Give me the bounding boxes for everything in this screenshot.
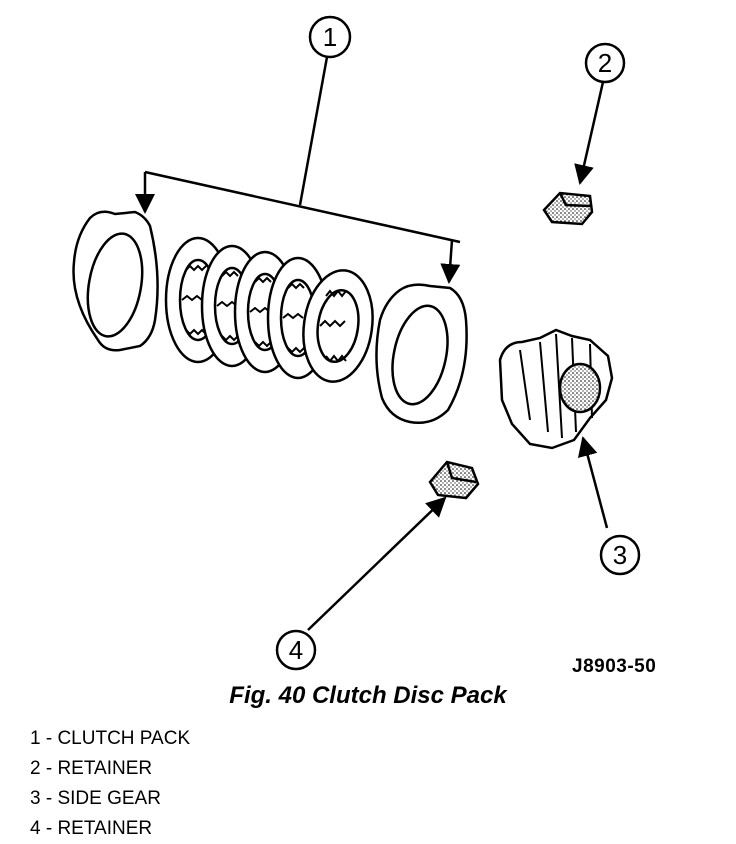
callout-4-leader: [307, 496, 447, 631]
clutch-plate-right: [375, 283, 468, 424]
figure-caption: Fig. 40 Clutch Disc Pack: [0, 682, 736, 710]
clutch-disc-5: [302, 269, 374, 383]
callout-1-label: 1: [323, 22, 337, 52]
callout-3: 3: [599, 534, 641, 576]
retainer-upper: [542, 191, 594, 226]
legend-item: 2 - RETAINER: [30, 758, 153, 779]
side-gear: [498, 328, 614, 450]
callout-4: 4: [275, 629, 317, 671]
callout-1: 1: [308, 15, 352, 59]
legend-list: 1 - CLUTCH PACK 2 - RETAINER 3 - SIDE GE…: [30, 724, 190, 844]
legend-item: 4 - RETAINER: [30, 818, 153, 839]
figure-caption-text: Fig. 40 Clutch Disc Pack: [229, 682, 507, 709]
legend-item: 3 - SIDE GEAR: [30, 788, 161, 809]
clutch-plate-left: [72, 210, 159, 352]
callout-3-label: 3: [613, 540, 627, 570]
clutch-disc-pack-illustration: 1 2: [72, 15, 641, 671]
retainer-lower: [428, 460, 480, 500]
callout-2-label: 2: [598, 48, 612, 78]
callout-1-leader: [135, 56, 461, 284]
legend-item: 1 - CLUTCH PACK: [30, 728, 191, 749]
callout-4-label: 4: [289, 635, 303, 665]
callout-2-leader: [574, 81, 605, 185]
callout-2: 2: [584, 42, 626, 84]
callout-3-leader: [577, 436, 609, 529]
figure-code: J8903-50: [572, 656, 657, 677]
